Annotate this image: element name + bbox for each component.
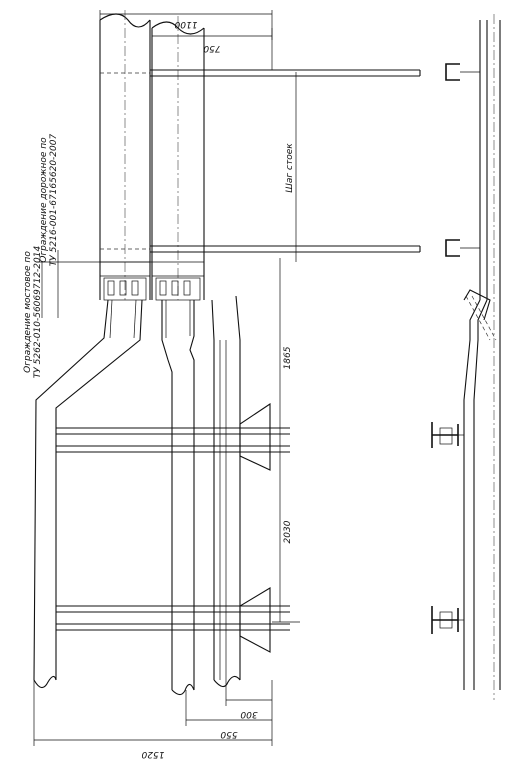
dimension-1100: 1100 <box>99 10 273 70</box>
post-bases <box>239 402 271 653</box>
road-barrier-label-line1: Ограждение дорожное по <box>39 137 49 263</box>
right-frame-section <box>211 295 241 688</box>
dim-550-text: 550 <box>220 729 237 739</box>
dimension-550: 550 <box>185 690 273 739</box>
side-view <box>431 14 501 700</box>
dim-1520-text: 1520 <box>141 749 164 759</box>
bridge-barrier-label-line2: ТУ 5262-010-56069712-2014 <box>33 246 43 379</box>
middle-transition-section <box>161 300 195 696</box>
dim-300-text: 300 <box>240 709 257 719</box>
dim-2030-text: 2030 <box>283 520 293 543</box>
dimension-1520: 1520 <box>33 680 273 759</box>
dim-1865-text: 1865 <box>283 346 293 369</box>
dimension-750: 750 <box>151 28 273 53</box>
dim-750-text: 750 <box>203 43 220 53</box>
dimension-300: 300 <box>225 680 273 719</box>
bridge-barrier-label-line1: Ограждение мостовое по <box>23 251 33 373</box>
post-spacing-label: Шаг стоек <box>285 143 295 193</box>
leader-lines <box>36 250 152 318</box>
middle-barrier-beam <box>151 16 205 301</box>
upper-posts <box>100 69 421 253</box>
road-barrier-label-line2: ТУ 5216-001-67165620-2007 <box>49 134 59 267</box>
left-transition-section <box>33 299 143 689</box>
dimension-2030: 2030 <box>272 432 300 623</box>
dimension-post-spacing: Шаг стоек <box>285 72 297 262</box>
left-barrier-beam <box>99 10 151 301</box>
lower-crossbeams <box>56 427 290 631</box>
dimension-1865: 1865 <box>279 258 293 432</box>
dim-1100-text: 1100 <box>174 19 197 29</box>
